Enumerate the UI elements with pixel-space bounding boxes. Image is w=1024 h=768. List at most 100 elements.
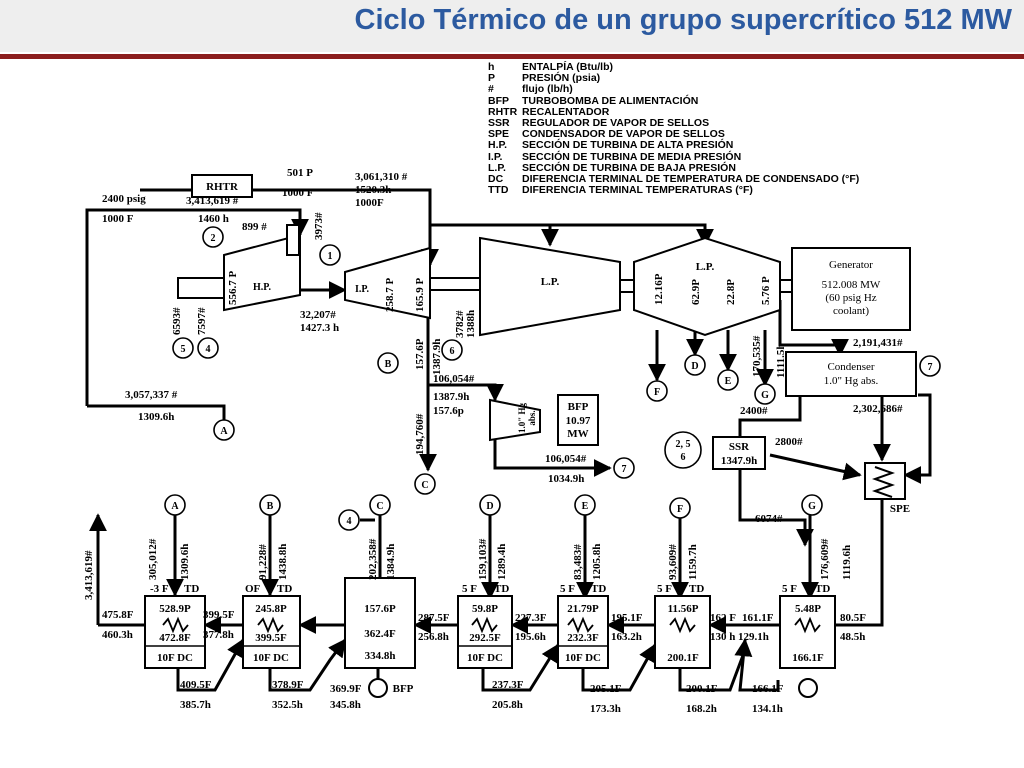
flow-106054: 106,054# [433,373,475,385]
rh-out-h: 1520.3h [355,184,391,196]
cold-reheat-pipe [87,404,226,420]
ip-flow: 32,207# [300,309,336,321]
h7-ttd: TD [815,583,830,595]
node-circles [164,226,941,531]
node-7b-label: 7 [928,362,933,373]
bfp-out-h: 1034.9h [548,473,584,485]
flow-6074: 6074# [755,513,783,525]
bfp-turbine-line-2: abs. [527,410,537,425]
s-287: 287.5F [418,612,450,624]
feedwater-pipes [89,513,819,692]
main-steam-pipe [85,208,309,406]
ext-a-h: 1309.6h [179,544,191,580]
hp-ext-h: 1460 h [198,213,229,225]
legend-desc: DIFERENCIA TERMINAL DE TEMPERATURA DE CO… [522,173,860,186]
drain-1 [176,638,245,692]
heater-4 [457,595,513,669]
fw-node-c-label: C [376,501,383,512]
s-377: 377.8h [203,629,234,641]
ext-e-h: 1205.8h [591,544,603,580]
h7-p: 5.48P [795,603,821,615]
top-components [177,174,917,500]
cold-rh-h: 1309.6h [138,411,174,423]
h4-ttd-val: 5 F [462,583,477,595]
node-7b [919,355,941,377]
legend-abbr: H.P. [488,139,508,152]
legend-abbr: SSR [488,117,510,130]
cold-rh-flow: 3,057,337 # [125,389,178,401]
ssr-to-g-pipe [738,470,814,547]
ip-shaft [429,277,481,291]
node-6-label: 6 [450,346,455,357]
ext-c-h: 1384.9h [385,544,397,580]
ext-b-h: 1438.8h [277,544,289,580]
fw-node-f-label: F [677,504,683,515]
hp-valve [286,224,300,256]
s-475: 475.8F [102,609,134,621]
lp-p1: 12.16P [653,273,665,305]
legend-row: L.P.SECCIÓN DE TURBINA DE BAJA PRESIÓN [488,161,859,174]
bfp-pump-icon [368,678,388,698]
node-f [646,380,668,402]
spe-outlet-pipe [818,500,884,634]
hp-p: 556.7 P [227,271,239,306]
node-7a-label: 7 [622,464,627,475]
generator-line-4: coolant) [833,305,869,317]
legend-desc: DIFERENCIA TERMINAL TEMPERATURAS (°F) [522,184,753,197]
ext-g-flow: 176,609# [819,538,831,580]
ext-b-flow: 91,228# [257,544,269,580]
legend-abbr: SPE [488,128,510,141]
rh-p: 501 P [287,167,313,179]
h2-p: 245.8P [255,603,287,615]
h1-p: 528.9P [159,603,191,615]
h6-p: 11.56P [668,603,699,615]
heater-1 [144,595,206,669]
node-a [213,419,235,441]
ext-g-h: 1119.6h [841,545,853,580]
h7-t: 166.1F [792,652,824,664]
title-bar [0,0,1024,52]
node-2-label: 2 [211,233,216,244]
legend-desc: PRESIÓN (psia) [522,72,601,85]
d-205: 205.8h [492,699,523,711]
fw-node-f [669,497,691,519]
condenser-line-1: Condenser [827,361,874,373]
h1-t: 472.8F [159,632,191,644]
heater-5 [557,595,609,669]
legend-abbr: # [488,83,494,96]
s-80: 80.5F [840,612,866,624]
node-e [717,369,739,391]
legend-desc: SECCIÓN DE TURBINA DE ALTA PRESIÓN [522,139,734,152]
main-steam-t: 1000 F [102,213,134,225]
legend-abbr: h [488,61,495,73]
generator-line-1: Generator [829,259,873,271]
p-157-6: 157.6P [414,338,426,370]
h2-ttd-val: OF [245,583,261,595]
fw-node-a-label: A [171,501,179,512]
lp-turbine-1 [479,236,621,337]
cond-flow1: 2,191,431# [853,337,903,349]
condenser-line-2: 1.0" Hg abs. [824,375,879,387]
legend-abbr: L.P. [488,161,506,174]
node-d [684,354,706,376]
ssr-to-spe-pipe [769,453,862,481]
node-1-label: 1 [328,251,333,262]
node-4-label: 4 [206,344,211,355]
h-1387-9v: 1387.9h [431,339,443,375]
legend-desc: REGULADOR DE VAPOR DE SELLOS [522,117,710,130]
spe-loop-pipe [903,393,932,484]
ext-f-flow: 93,609# [667,544,679,580]
rhtr-box [191,174,253,198]
node-c [414,473,436,495]
title-divider [0,54,1024,59]
ip-p2: 165.9 P [414,278,426,313]
heater-boxes [144,577,836,669]
flow-3782: 3782# [454,310,466,338]
h4-p: 59.8P [472,603,498,615]
flow-3973: 3973# [313,212,325,240]
bfp-turbine-line-1: 1.0" Hg [517,403,527,433]
flow-2800: 2800# [775,436,803,448]
